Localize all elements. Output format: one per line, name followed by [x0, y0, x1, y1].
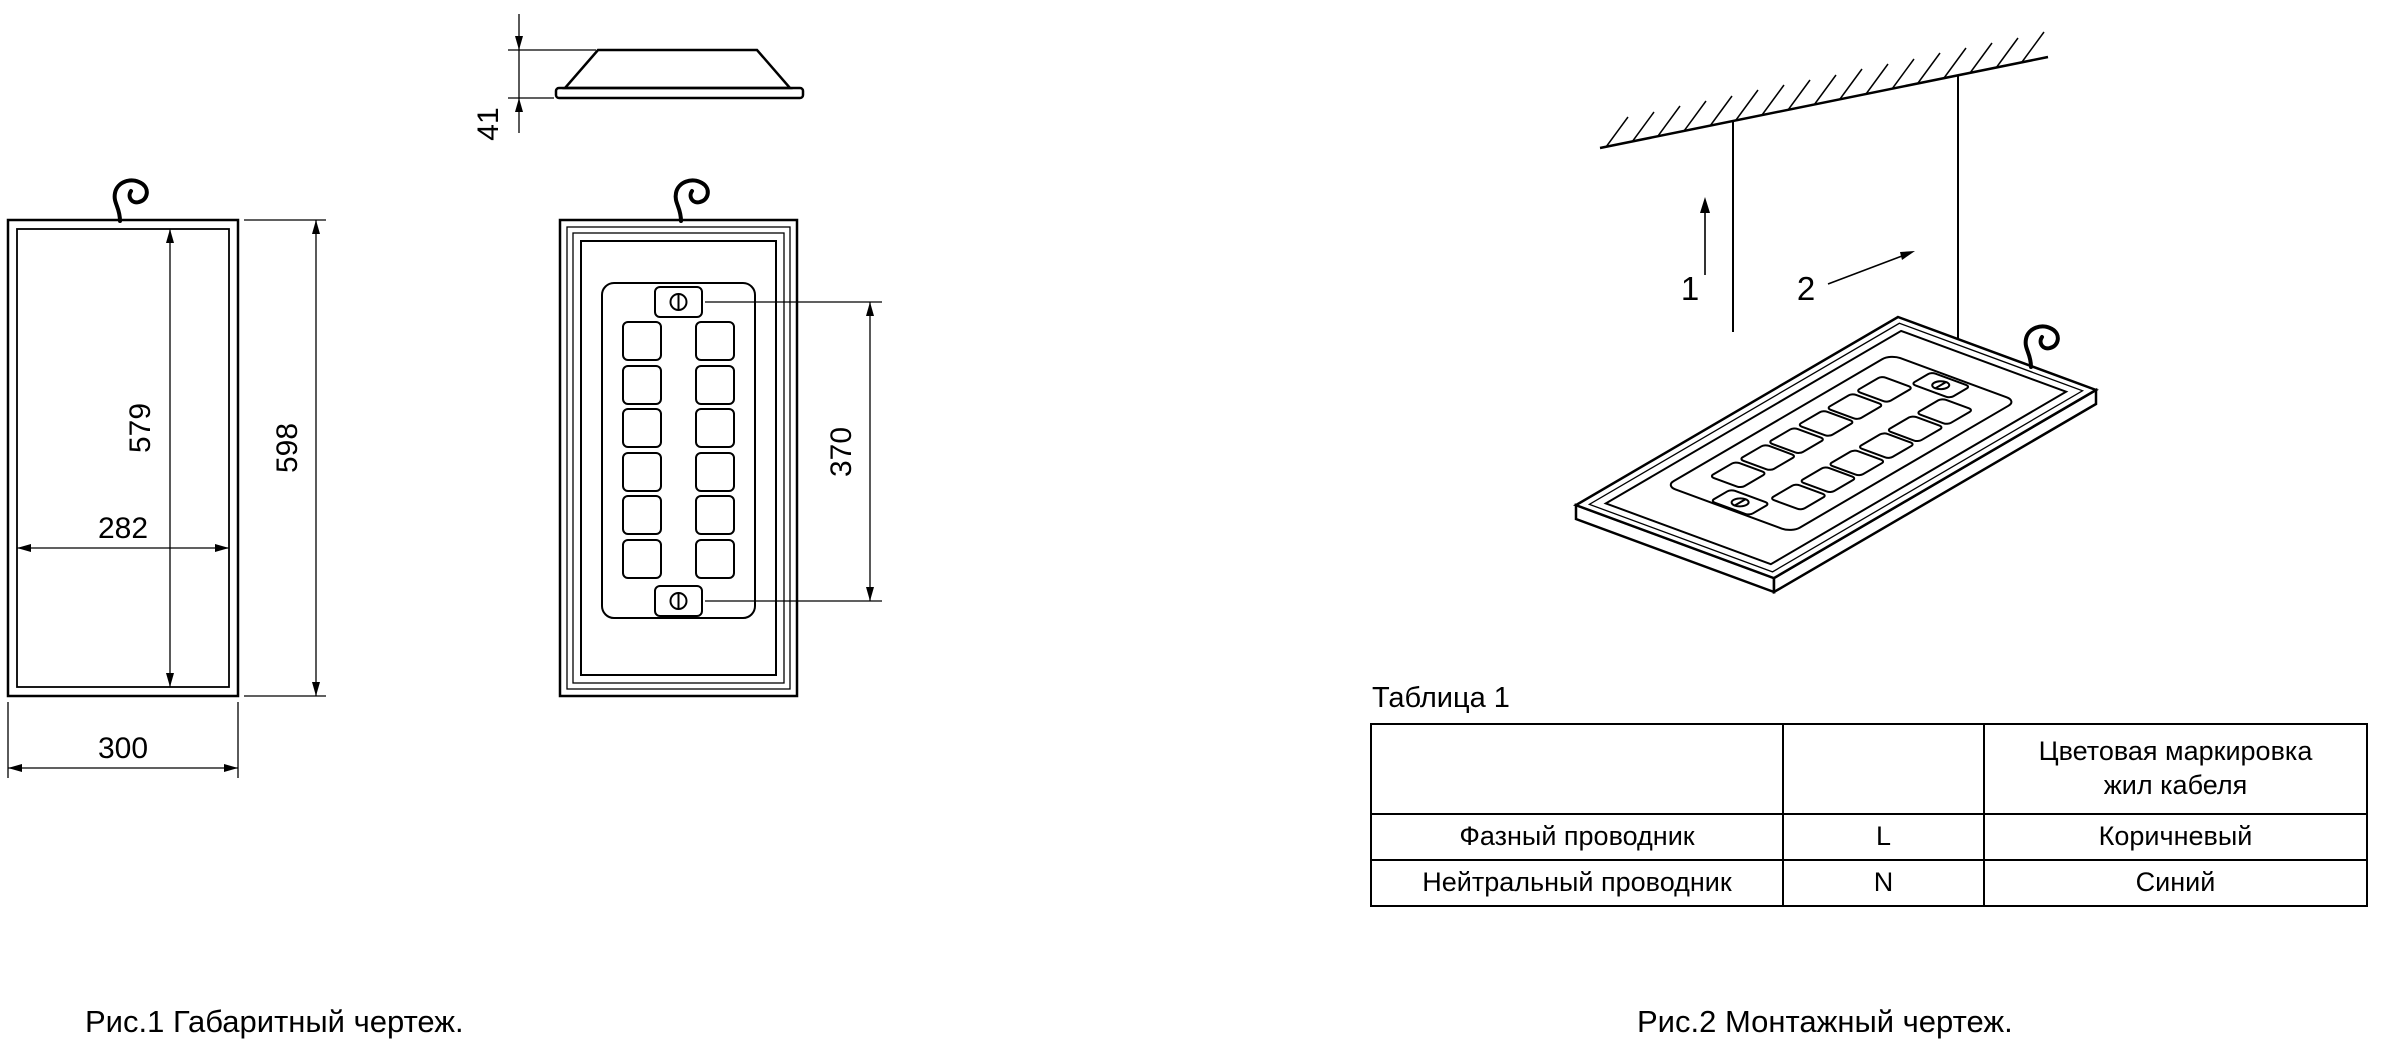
- power-cord-icon: [673, 178, 710, 223]
- neutral-conductor-color: Синий: [1983, 859, 2368, 907]
- fig1-dim-outer-height: [244, 219, 326, 697]
- table-header-color-line1: Цветовая маркировка: [2038, 736, 2313, 767]
- dim-outer-width-label: 300: [98, 732, 148, 765]
- side-view-flange: [554, 86, 805, 100]
- fig1-caption: Рис.1 Габаритный чертеж.: [85, 1004, 464, 1039]
- fig1-dim-inner-width: [17, 544, 229, 552]
- fig1-dim-depth: [508, 14, 596, 133]
- fig1-front-view: [6, 178, 240, 698]
- led-bevel-1: [566, 226, 791, 690]
- phase-conductor-code: L: [1782, 813, 1985, 861]
- table-row-neutral: Нейтральный проводник N Синий: [1370, 859, 2368, 907]
- phase-conductor-color: Коричневый: [1983, 813, 2368, 861]
- led-lattice: [601, 282, 756, 619]
- fig2-callout-1: [1700, 197, 1710, 275]
- dim-inner-height-label: 579: [124, 403, 157, 453]
- fig1-dim-outer-width: [7, 702, 239, 778]
- iso-led-lattice: [1666, 354, 2017, 532]
- iso-power-cord-icon: [2023, 324, 2060, 369]
- led-outer-frame: [558, 218, 799, 698]
- iso-mount-terminal-top: [1911, 372, 1970, 398]
- table-row-phase: Фазный проводник L Коричневый: [1370, 813, 2368, 861]
- table-title: Таблица 1: [1372, 682, 1510, 714]
- callout-1-label: 1: [1681, 270, 1699, 307]
- table-header-color-line2: жил кабеля: [2103, 770, 2248, 800]
- front-outer-frame: [6, 218, 240, 698]
- cable-table-block: Таблица 1 Цветовая маркировка жил кабеля…: [1370, 682, 2368, 907]
- ceiling-hatching: [1605, 31, 2045, 148]
- fig2-ceiling: [1599, 31, 2049, 150]
- iso-led-modules: [1710, 376, 1973, 510]
- fig2-suspension-wires: [1732, 75, 1959, 362]
- fig1-side-view: [554, 48, 805, 100]
- fig1-dim-inner-height: [166, 229, 174, 687]
- table-header-code: [1782, 723, 1985, 815]
- callout-2-label: 2: [1797, 270, 1815, 307]
- dim-mount-spacing-label: 370: [825, 427, 858, 477]
- fig2-caption: Рис.2 Монтажный чертеж.: [1637, 1004, 2013, 1039]
- neutral-conductor-name: Нейтральный проводник: [1370, 859, 1784, 907]
- dim-outer-height-label: 598: [271, 423, 304, 473]
- fig1-led-view: [558, 178, 799, 698]
- fig2-callout-2: [1827, 251, 1915, 285]
- power-cord-icon: [112, 178, 149, 223]
- table-header-conductor: [1370, 723, 1784, 815]
- iso-mount-terminal-bottom: [1711, 489, 1770, 515]
- led-modules: [622, 321, 735, 579]
- fig1-dim-mount-spacing: [705, 301, 882, 602]
- side-view-body: [562, 48, 793, 90]
- table-header-row: Цветовая маркировка жил кабеля: [1370, 723, 2368, 815]
- mount-terminal-top: [654, 286, 703, 318]
- dim-inner-width-label: 282: [98, 512, 148, 545]
- table-header-color-marking: Цветовая маркировка жил кабеля: [1983, 723, 2368, 815]
- front-inner-frame: [16, 228, 230, 688]
- led-inner-frame: [580, 240, 777, 676]
- mount-terminal-bottom: [654, 585, 703, 617]
- cable-marking-table: Цветовая маркировка жил кабеля Фазный пр…: [1370, 723, 2368, 907]
- led-bevel-2: [572, 232, 785, 684]
- dim-depth-label: 41: [472, 107, 505, 140]
- fig2-iso-panel: [1576, 317, 2096, 578]
- phase-conductor-name: Фазный проводник: [1370, 813, 1784, 861]
- neutral-conductor-code: N: [1782, 859, 1985, 907]
